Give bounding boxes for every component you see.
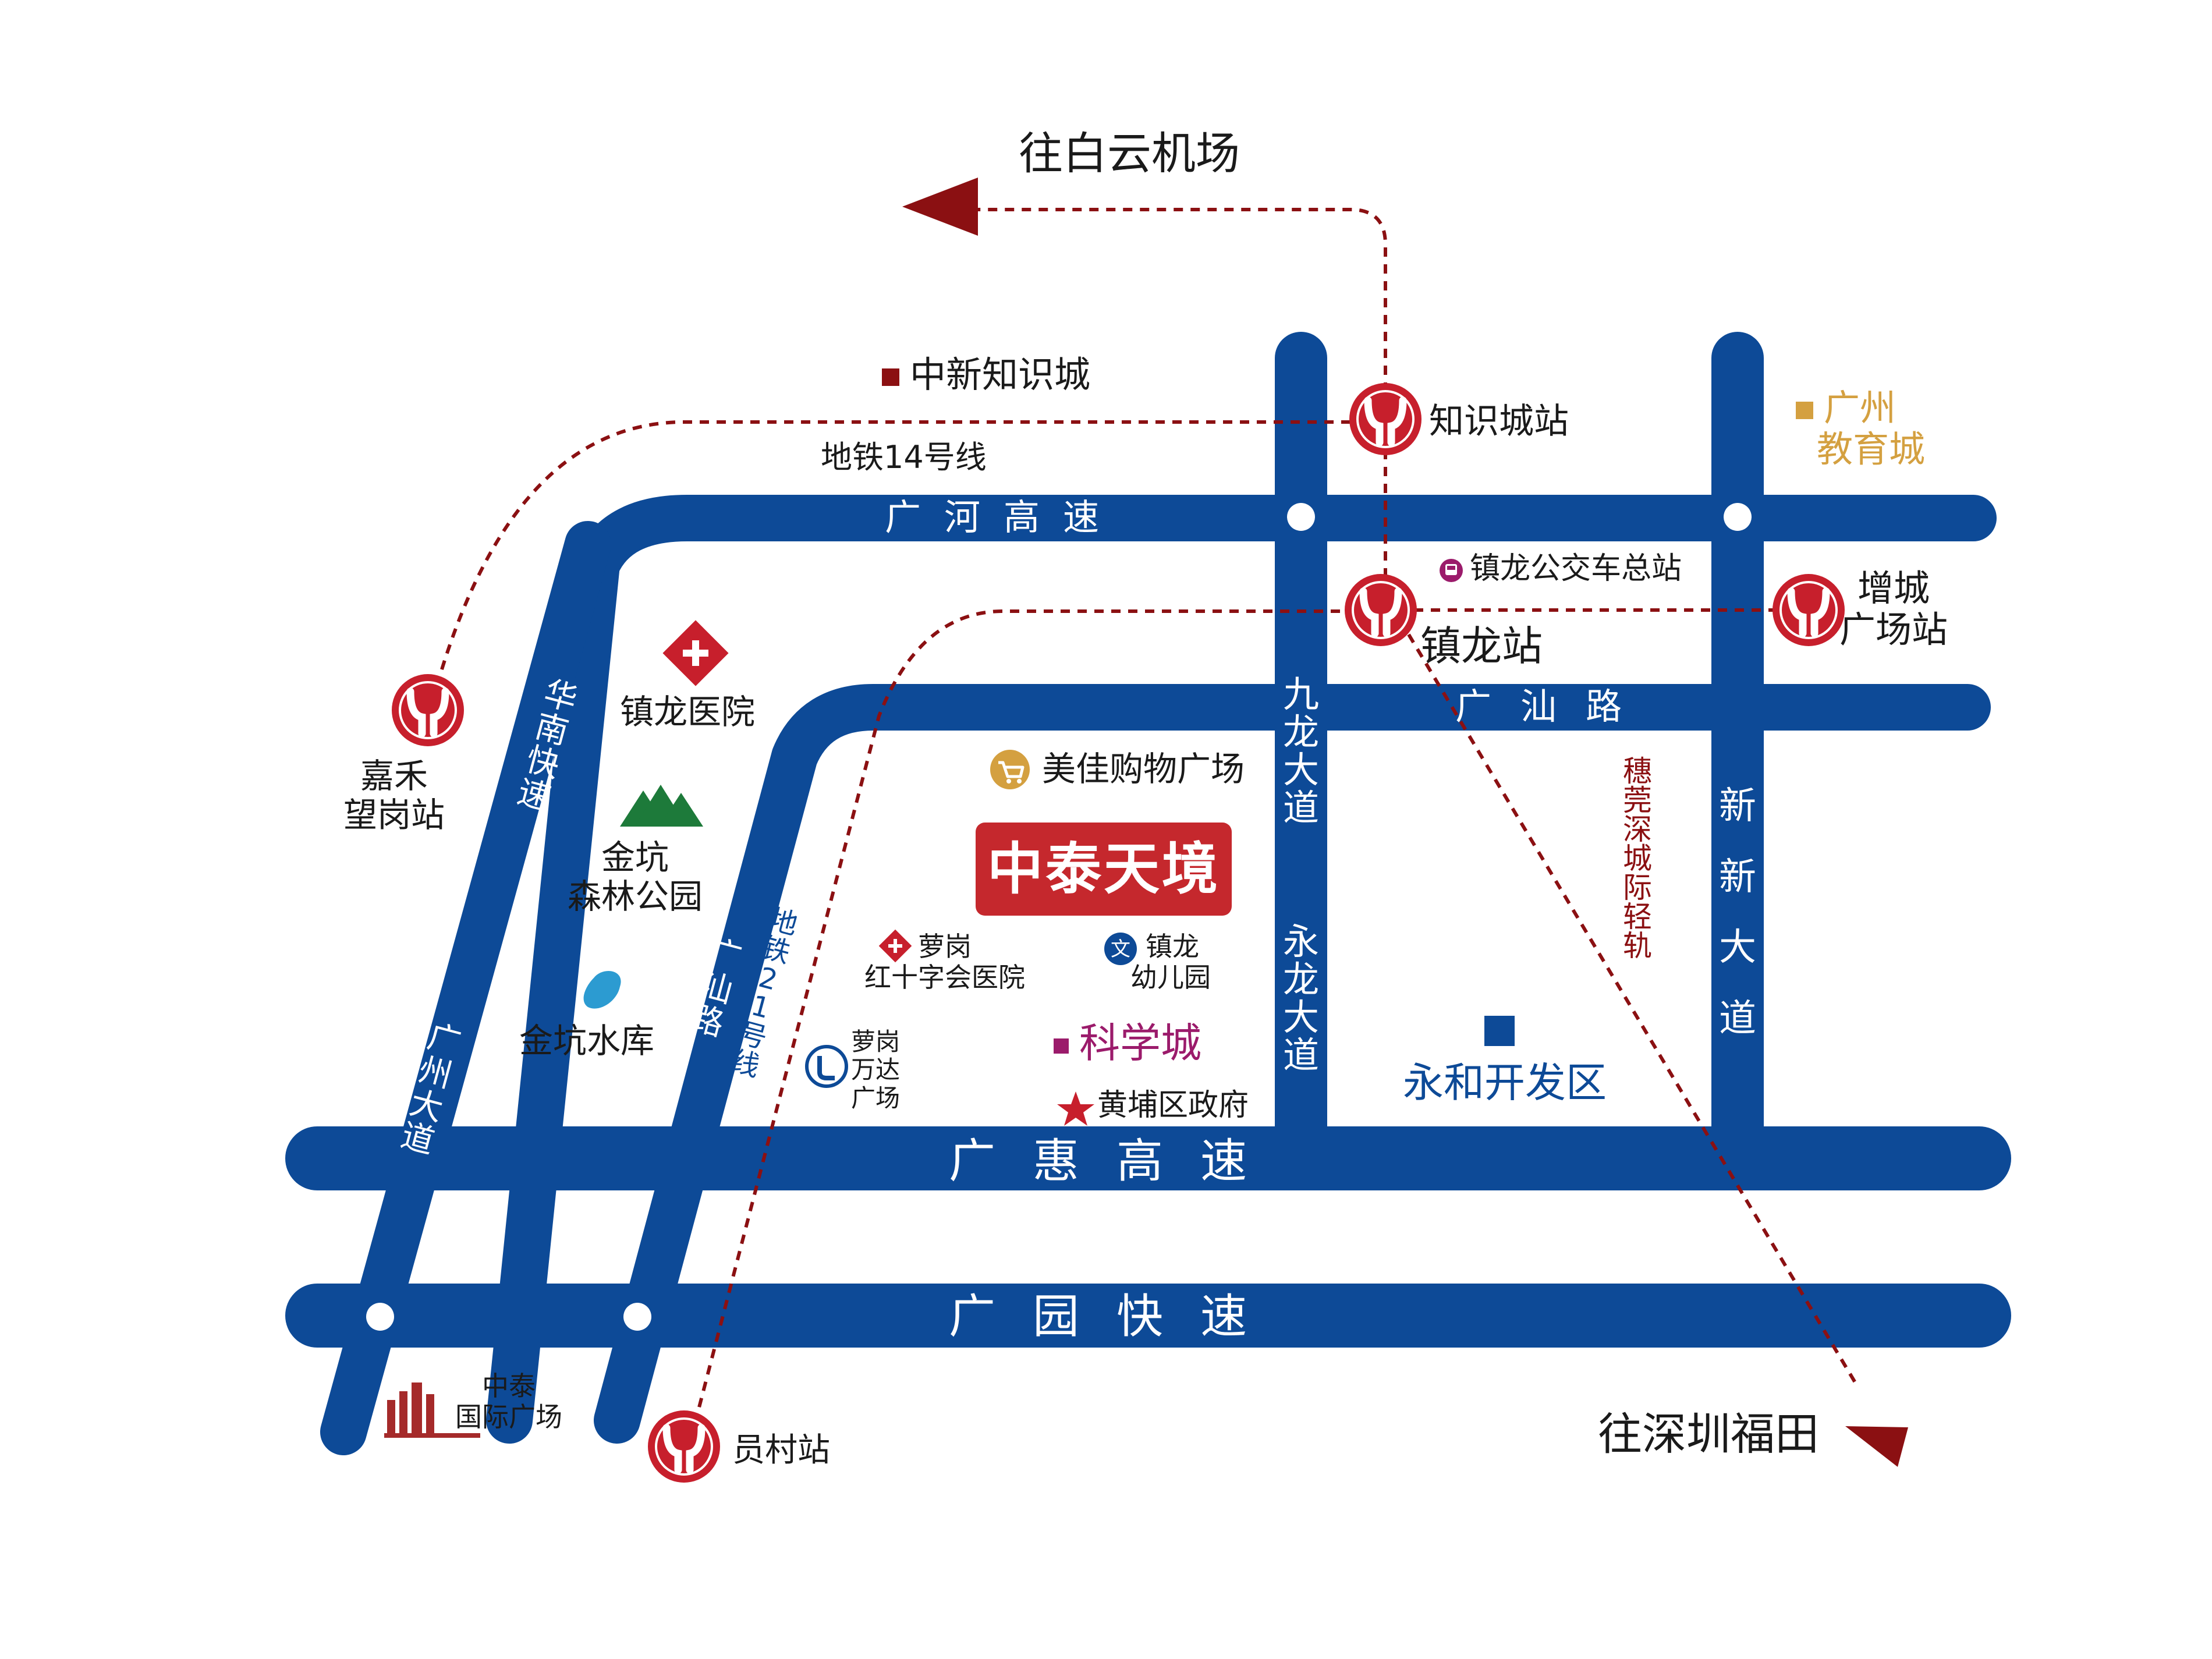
station-zengcheng-label: 增城 广场站 — [1839, 568, 1948, 651]
place-edu-line1: 广州 — [1824, 387, 1896, 429]
place-meijia: 美佳购物广场 — [1042, 749, 1245, 789]
lake-icon — [583, 971, 621, 1009]
square-marker-icon — [1054, 1038, 1069, 1054]
building-icon — [384, 1383, 480, 1438]
place-wanda-line3: 广场 — [851, 1083, 901, 1112]
place-forest-line2: 森林公园 — [568, 876, 703, 916]
square-marker-icon — [882, 368, 899, 386]
metro-logo-icon[interactable] — [648, 1410, 720, 1483]
place-reservoir: 金坑水库 — [519, 1021, 655, 1061]
project-brand-badge[interactable]: 中泰天境 — [976, 823, 1232, 916]
road-label-guangyuan: 广园快速 — [949, 1289, 1284, 1343]
road-label-yonglong: 永龙大道 — [1282, 920, 1319, 1077]
station-zengcheng-line2: 广场站 — [1839, 608, 1948, 651]
metro-logo-icon[interactable] — [1349, 383, 1422, 455]
square-marker-icon — [1484, 1016, 1515, 1046]
place-science-label: 科学城 — [1079, 1019, 1201, 1067]
place-forest-line1: 金坑 — [601, 838, 669, 877]
place-zhongtai-plaza: 中泰 国际广场 — [455, 1371, 562, 1433]
place-wanda-plaza: 萝岗 万达 广场 — [851, 1027, 901, 1112]
svg-text:文: 文 — [1111, 938, 1130, 961]
red-cross-icon — [878, 929, 912, 963]
red-cross-icon — [662, 620, 729, 686]
place-wanda-line1: 萝岗 — [851, 1027, 901, 1056]
direction-airport-label: 往白云机场 — [1019, 127, 1240, 179]
place-zhongtai-line1: 中泰 — [482, 1370, 536, 1402]
wanda-logo-icon — [805, 1045, 848, 1088]
tree-icon — [620, 785, 703, 827]
road-label-jiulong: 九龙大道 — [1282, 673, 1319, 830]
square-marker-icon — [1796, 401, 1813, 419]
dashed-routes — [435, 208, 1859, 1433]
station-jiahe-label: 嘉禾 望岗站 — [343, 757, 445, 834]
route-metro14 — [435, 420, 1350, 687]
place-edu-line2: 教育城 — [1817, 428, 1926, 471]
place-kinder-line2: 幼儿园 — [1130, 961, 1211, 993]
route-intercity — [1407, 633, 1859, 1387]
place-kindergarten: 镇龙 幼儿园 — [1130, 931, 1211, 993]
station-jiahe-line1: 嘉禾 — [360, 756, 428, 796]
route-airport — [978, 208, 1387, 611]
place-wanda-line2: 万达 — [851, 1055, 901, 1084]
route-metro21 — [691, 609, 1374, 1433]
station-zengcheng-line1: 增城 — [1857, 567, 1930, 609]
station-zhishicheng-label: 知识城站 — [1429, 401, 1569, 442]
road-label-guangshan: 广汕路 — [1455, 685, 1651, 728]
direction-shenzhen-label: 往深圳福田 — [1598, 1408, 1819, 1460]
metro-logo-icon[interactable] — [1345, 574, 1417, 646]
school-wen-icon: 文 — [1104, 933, 1137, 965]
metro-logo-icon[interactable] — [1773, 574, 1845, 646]
place-forest-park: 金坑 森林公园 — [568, 838, 703, 916]
place-yonghe: 永和开发区 — [1403, 1059, 1607, 1107]
line-metro14-label: 地铁14号线 — [821, 439, 987, 476]
arrow-down-right-icon — [1845, 1426, 1908, 1467]
road-network — [285, 332, 2011, 1455]
road-label-xinxin: 新新大道 — [1719, 785, 1756, 1040]
road-label-guanghui: 广惠高速 — [949, 1134, 1284, 1188]
road-label-guanghe: 广河高速 — [885, 496, 1123, 538]
place-science-city: 科学城 — [1054, 1020, 1201, 1067]
place-zhongtai-line2: 国际广场 — [455, 1401, 562, 1433]
bus-icon — [1440, 559, 1463, 582]
place-hospital: 镇龙医院 — [620, 692, 756, 732]
place-kinder-line1: 镇龙 — [1146, 931, 1199, 962]
road-guangshan — [594, 684, 1991, 1444]
arrow-left-icon — [902, 178, 978, 236]
place-redcross-line1: 萝岗 — [918, 931, 972, 962]
station-yuncun-label: 员村站 — [732, 1431, 830, 1469]
place-bus-terminal: 镇龙公交车总站 — [1470, 551, 1682, 586]
interchange-dots — [366, 503, 1752, 1331]
line-intercity-label: 穗莞深城际轻轨 — [1623, 754, 1652, 963]
place-edu-city: 广州 教育城 — [1796, 387, 1925, 470]
metro-logo-icon[interactable] — [392, 674, 464, 746]
place-gov: 黄埔区政府 — [1097, 1088, 1249, 1123]
place-redcross-hospital: 萝岗 红十字会医院 — [864, 931, 1025, 993]
shopping-cart-icon — [990, 750, 1030, 789]
place-redcross-line2: 红十字会医院 — [864, 961, 1025, 993]
place-zhongxin-label: 中新知识城 — [910, 353, 1091, 396]
station-jiahe-line2: 望岗站 — [343, 795, 445, 835]
station-zhenlong-label: 镇龙站 — [1420, 622, 1543, 670]
place-zhongxin: 中新知识城 — [882, 354, 1090, 395]
star-icon — [1057, 1091, 1094, 1126]
